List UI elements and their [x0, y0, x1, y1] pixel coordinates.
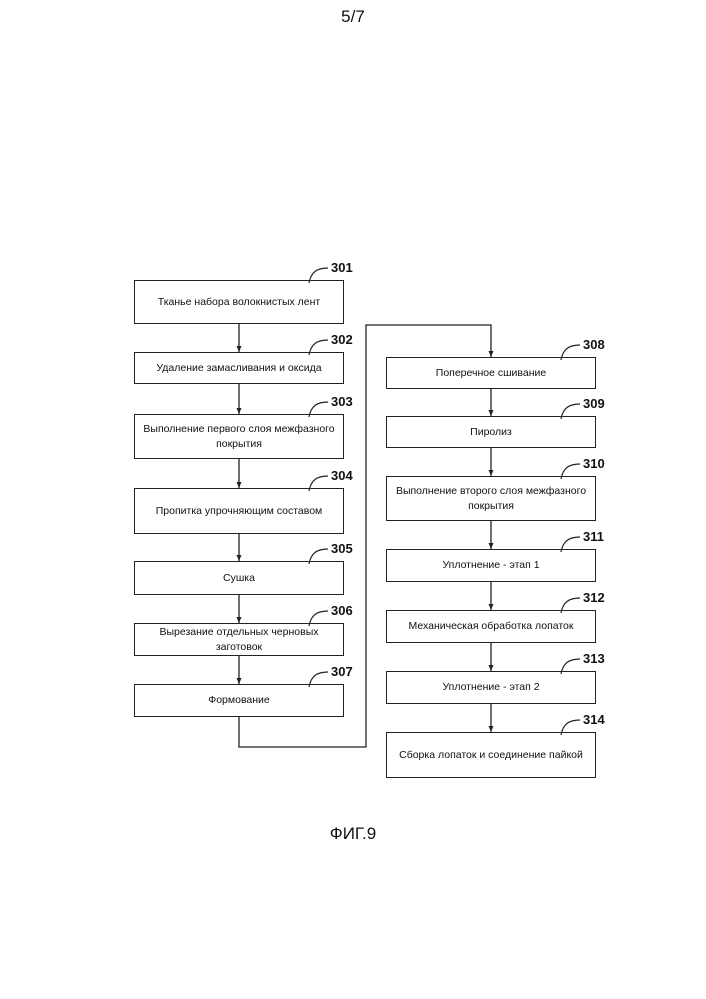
step-box-308: Поперечное сшивание — [386, 357, 596, 389]
step-box-312: Механическая обработка лопаток — [386, 610, 596, 643]
step-box-314: Сборка лопаток и соединение пайкой — [386, 732, 596, 778]
step-text: Формование — [208, 693, 270, 708]
reference-numeral: 303 — [331, 394, 353, 409]
reference-numeral: 309 — [583, 396, 605, 411]
step-text: Выполнение второго слоя межфазного покры… — [393, 484, 589, 514]
reference-numeral: 302 — [331, 332, 353, 347]
step-text: Удаление замасливания и оксида — [156, 361, 321, 376]
reference-numeral: 306 — [331, 603, 353, 618]
reference-numeral: 312 — [583, 590, 605, 605]
reference-numeral: 307 — [331, 664, 353, 679]
step-text: Выполнение первого слоя межфазного покры… — [141, 422, 337, 452]
step-box-302: Удаление замасливания и оксида — [134, 352, 344, 384]
step-box-304: Пропитка упрочняющим составом — [134, 488, 344, 534]
reference-numeral: 310 — [583, 456, 605, 471]
step-text: Пиролиз — [470, 425, 512, 440]
reference-numeral: 308 — [583, 337, 605, 352]
reference-numeral: 313 — [583, 651, 605, 666]
step-box-309: Пиролиз — [386, 416, 596, 448]
step-text: Сборка лопаток и соединение пайкой — [399, 748, 583, 763]
reference-numeral: 304 — [331, 468, 353, 483]
step-text: Тканье набора волокнистых лент — [158, 295, 321, 310]
step-text: Уплотнение - этап 1 — [442, 558, 539, 573]
step-box-311: Уплотнение - этап 1 — [386, 549, 596, 582]
reference-numeral: 305 — [331, 541, 353, 556]
step-text: Механическая обработка лопаток — [409, 619, 574, 634]
reference-numeral: 314 — [583, 712, 605, 727]
step-text: Уплотнение - этап 2 — [442, 680, 539, 695]
step-box-301: Тканье набора волокнистых лент — [134, 280, 344, 324]
step-text: Пропитка упрочняющим составом — [156, 504, 323, 519]
step-box-305: Сушка — [134, 561, 344, 595]
reference-numeral: 311 — [583, 529, 604, 544]
step-box-313: Уплотнение - этап 2 — [386, 671, 596, 704]
reference-numeral: 301 — [331, 260, 353, 275]
step-text: Сушка — [223, 571, 255, 586]
step-text: Вырезание отдельных черновых заготовок — [141, 625, 337, 655]
step-box-307: Формование — [134, 684, 344, 717]
step-box-303: Выполнение первого слоя межфазного покры… — [134, 414, 344, 459]
step-box-306: Вырезание отдельных черновых заготовок — [134, 623, 344, 656]
step-box-310: Выполнение второго слоя межфазного покры… — [386, 476, 596, 521]
step-text: Поперечное сшивание — [436, 366, 546, 381]
